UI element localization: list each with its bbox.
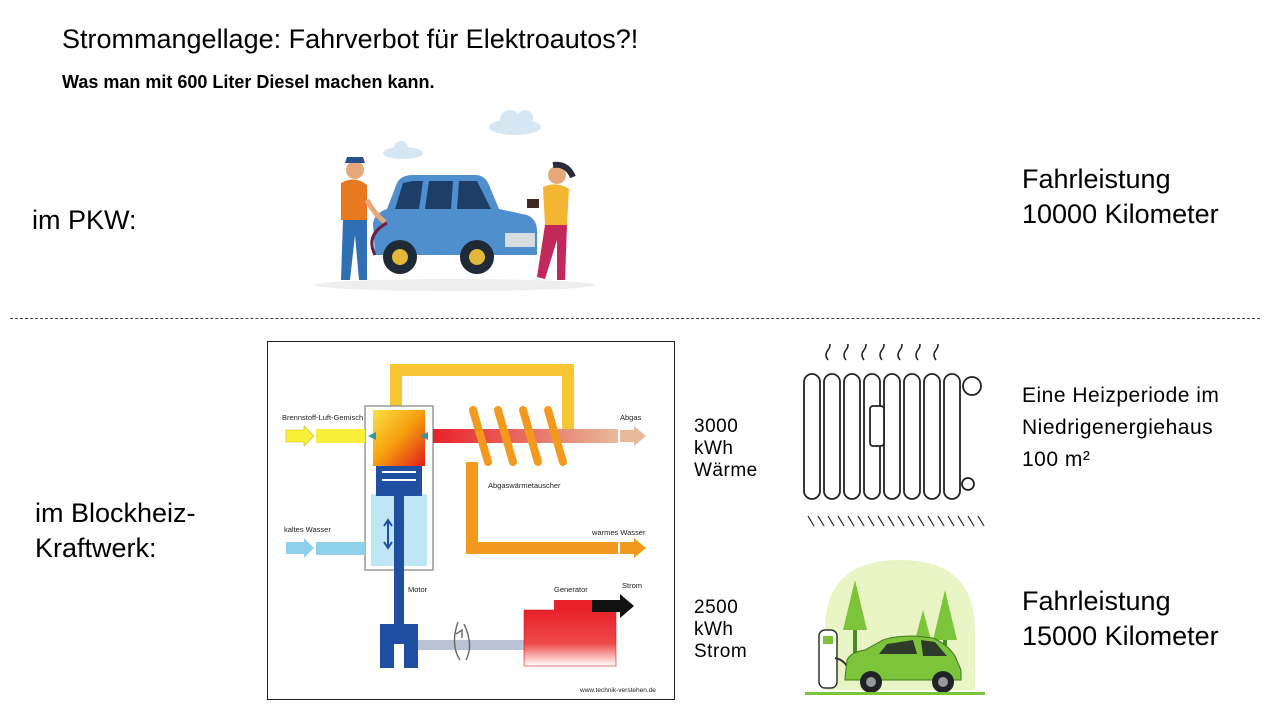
combustion-chamber	[373, 410, 425, 466]
power-output-arrow	[592, 594, 634, 618]
crank-wheel-right	[404, 624, 418, 668]
drive-shaft	[418, 640, 524, 650]
chp-diagram: Brennstoff-Luft-Gemisch Abgas Abgaswärme…	[267, 341, 675, 700]
bhkw-label-line1: im Blockheiz-	[35, 498, 196, 528]
heat-exchanger-coil	[469, 406, 567, 466]
heat-type: Wärme	[694, 460, 758, 481]
coolant-loop-pipe	[390, 364, 574, 442]
section-divider	[10, 318, 1260, 319]
radiator-icon	[803, 344, 985, 527]
cloud-icon	[383, 110, 541, 159]
heat-exchanger-label: Abgaswärmetauscher	[488, 481, 561, 490]
heat-output-value: 3000 kWh Wärme	[694, 416, 758, 482]
power-result-line1: Fahrleistung	[1022, 586, 1171, 616]
warm-water-label: warmes Wasser	[591, 528, 646, 537]
warm-water-pipe	[466, 462, 618, 554]
heat-result-line2: Niedrigenergiehaus	[1022, 416, 1214, 439]
charging-station-icon	[818, 629, 850, 689]
power-result-line2: 15000 Kilometer	[1022, 621, 1219, 651]
pkw-result-line1: Fahrleistung	[1022, 164, 1171, 194]
power-output-value: 2500 kWh Strom	[694, 597, 747, 663]
source-label: www.technik-verstehen.de	[579, 687, 656, 694]
crank-wheel-left	[380, 624, 394, 668]
pkw-label: im PKW:	[32, 205, 137, 235]
generator	[523, 609, 617, 667]
ev-charging-illustration	[805, 560, 985, 695]
warm-water-output-arrow	[620, 538, 646, 558]
fuel-label: Brennstoff-Luft-Gemisch	[282, 413, 363, 422]
electric-car-icon	[844, 635, 962, 693]
heat-unit: kWh	[694, 438, 734, 459]
power-amount: 2500	[694, 597, 739, 618]
up-down-arrow-icon	[383, 518, 393, 550]
heat-result-line1: Eine Heizperiode im	[1022, 384, 1220, 407]
connecting-rod	[394, 496, 404, 644]
cold-water-label: kaltes Wasser	[284, 525, 331, 534]
bhkw-label-line2: Kraftwerk:	[35, 533, 157, 563]
motor-label: Motor	[408, 585, 428, 594]
page-subtitle: Was man mit 600 Liter Diesel machen kann…	[62, 72, 435, 92]
power-unit: kWh	[694, 619, 734, 640]
page-title: Strommangellage: Fahrverbot für Elektroa…	[62, 24, 639, 54]
heat-result: Eine Heizperiode im Niedrigenergiehaus 1…	[1022, 380, 1219, 476]
generator-label: Generator	[554, 585, 588, 594]
cold-water-input-arrow	[286, 538, 314, 558]
person-with-wallet-icon	[527, 161, 576, 280]
exhaust-label: Abgas	[620, 413, 642, 422]
pkw-result-line2: 10000 Kilometer	[1022, 199, 1219, 229]
tree-icon	[843, 580, 957, 660]
power-type: Strom	[694, 641, 748, 662]
fuel-input-arrow	[285, 425, 315, 447]
rotation-icon	[453, 621, 471, 661]
heat-result-line3: 100 m²	[1022, 448, 1091, 471]
car-icon	[373, 175, 537, 274]
power-label: Strom	[622, 581, 642, 590]
car-refuel-illustration	[315, 110, 595, 291]
heat-amount: 3000	[694, 416, 739, 437]
exhaust-output-arrow	[620, 426, 646, 446]
person-refueling-icon	[341, 157, 388, 280]
